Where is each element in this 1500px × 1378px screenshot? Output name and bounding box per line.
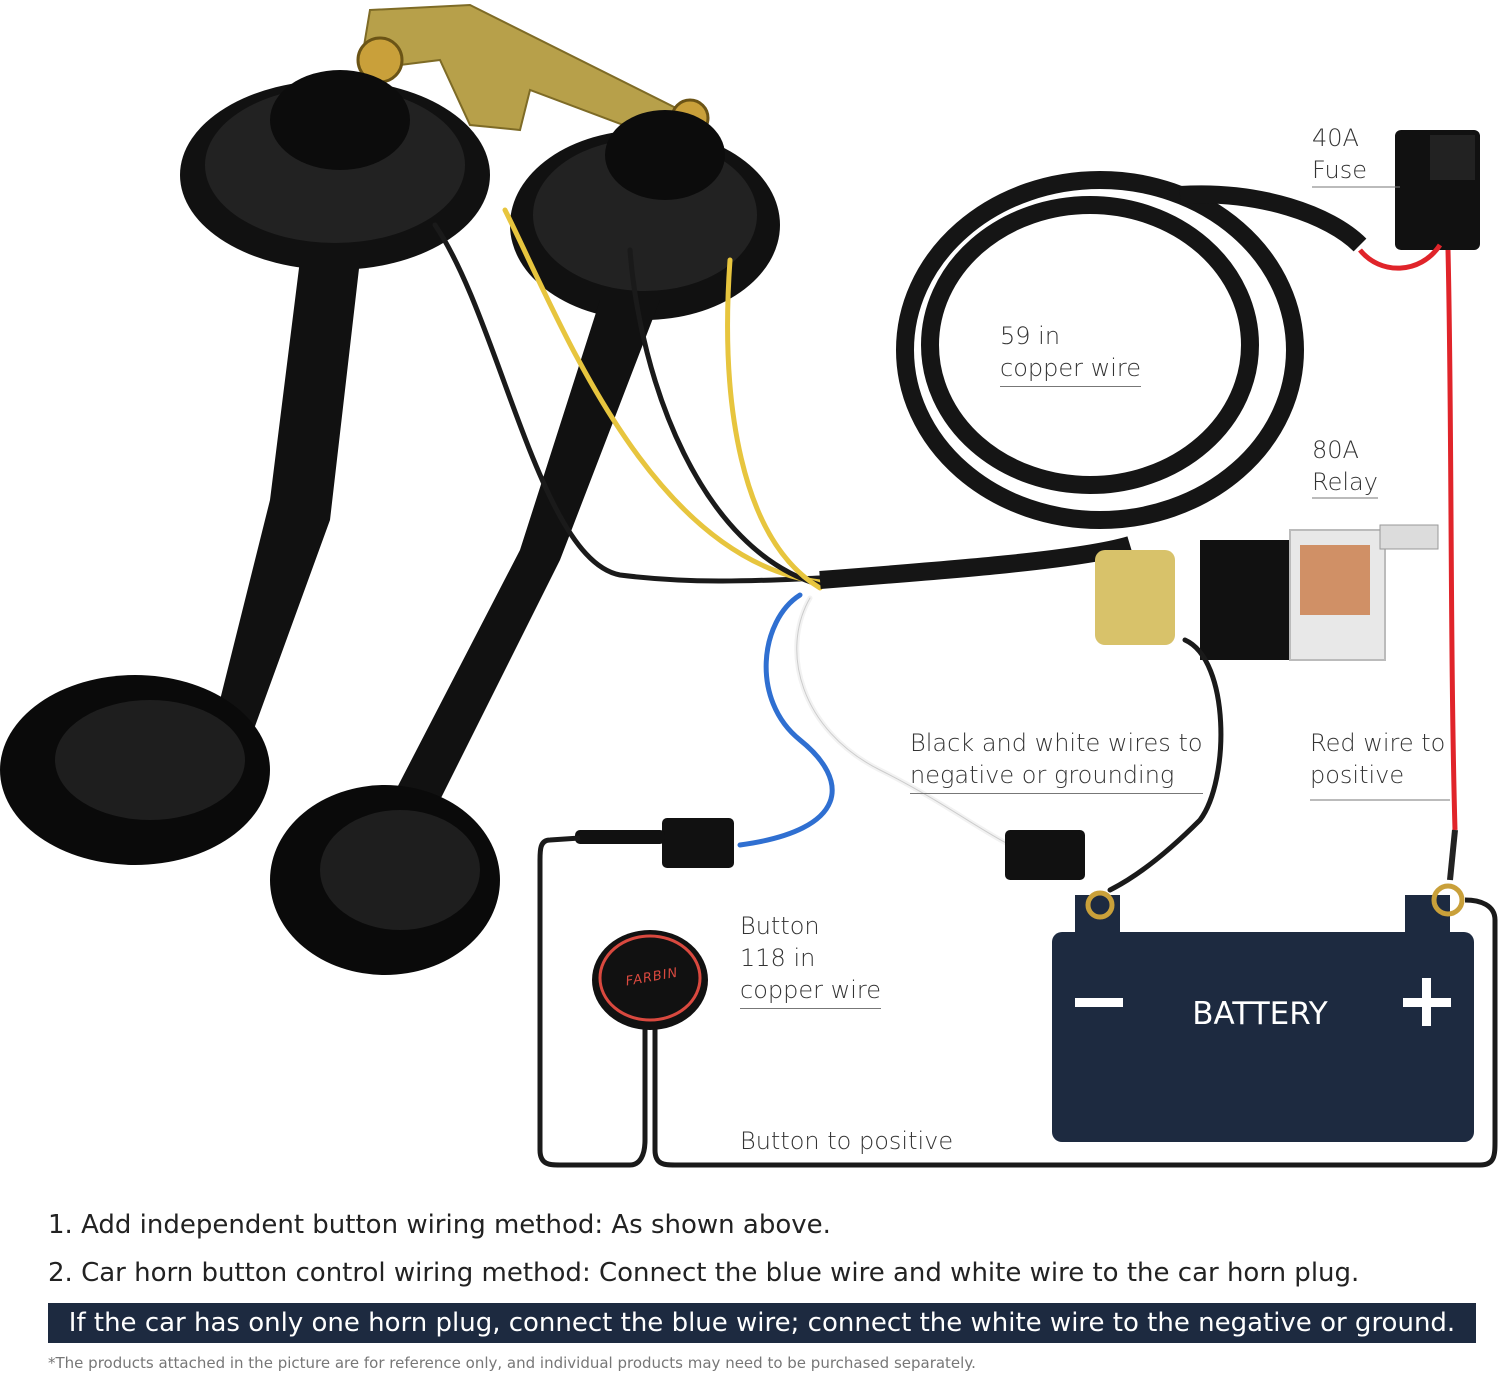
battery-minus-sign: [1075, 998, 1123, 1007]
ground-label-line1: Black and white wires to: [910, 729, 1203, 757]
note-independent-wiring: 1. Add independent button wiring method:…: [48, 1210, 831, 1240]
push-button: [592, 930, 708, 1030]
red-wire: [1358, 243, 1458, 831]
red-wire-label-line1: Red wire to: [1310, 729, 1446, 757]
relay: [1095, 524, 1439, 661]
red-wire-label-line2: positive: [1310, 761, 1405, 789]
button-to-positive-label: Button to positive: [740, 1127, 954, 1155]
fuse-label-line1: 40A: [1312, 124, 1359, 152]
button-label-line2: 118 in: [740, 944, 816, 972]
button-label-line3: copper wire: [740, 974, 882, 1009]
disclaimer-text: *The products attached in the picture ar…: [48, 1354, 976, 1372]
signal-wires: [737, 592, 1224, 893]
coiled-wire-loom: [819, 171, 1367, 589]
copper-wire-label-line1: 59 in: [1000, 322, 1061, 350]
ground-label: Black and white wires to negative or gro…: [910, 727, 1203, 794]
connectors: [575, 818, 1085, 880]
battery: [1052, 883, 1474, 1142]
ground-label-line2: negative or grounding: [910, 759, 1203, 794]
highlight-banner: If the car has only one horn plug, conne…: [48, 1303, 1476, 1343]
horn-right: [270, 110, 780, 975]
note-horn-button-wiring: 2. Car horn button control wiring method…: [48, 1258, 1360, 1288]
copper-wire-label: 59 in copper wire: [1000, 320, 1142, 387]
red-wire-terminal: [1447, 829, 1458, 881]
horn-left: [0, 70, 490, 865]
relay-label: 80A Relay: [1312, 434, 1378, 498]
battery-label: BATTERY: [1192, 996, 1328, 1032]
fuse-holder: [1395, 130, 1480, 250]
button-label: Button 118 in copper wire: [740, 910, 882, 1009]
horn-wires: [432, 207, 823, 591]
wiring-diagram: [0, 3, 1498, 1168]
relay-label-line1: 80A: [1312, 436, 1359, 464]
button-label-line1: Button: [740, 912, 820, 940]
copper-wire-label-line2: copper wire: [1000, 352, 1142, 387]
red-wire-label: Red wire to positive: [1310, 727, 1445, 791]
relay-label-line2: Relay: [1312, 468, 1378, 496]
fuse-label: 40A Fuse: [1312, 122, 1367, 186]
battery-plus-sign-v: [1422, 978, 1431, 1026]
fuse-label-line2: Fuse: [1312, 156, 1367, 184]
button-wire-loop: [537, 835, 1498, 1168]
leader-lines: [1310, 186, 1450, 801]
